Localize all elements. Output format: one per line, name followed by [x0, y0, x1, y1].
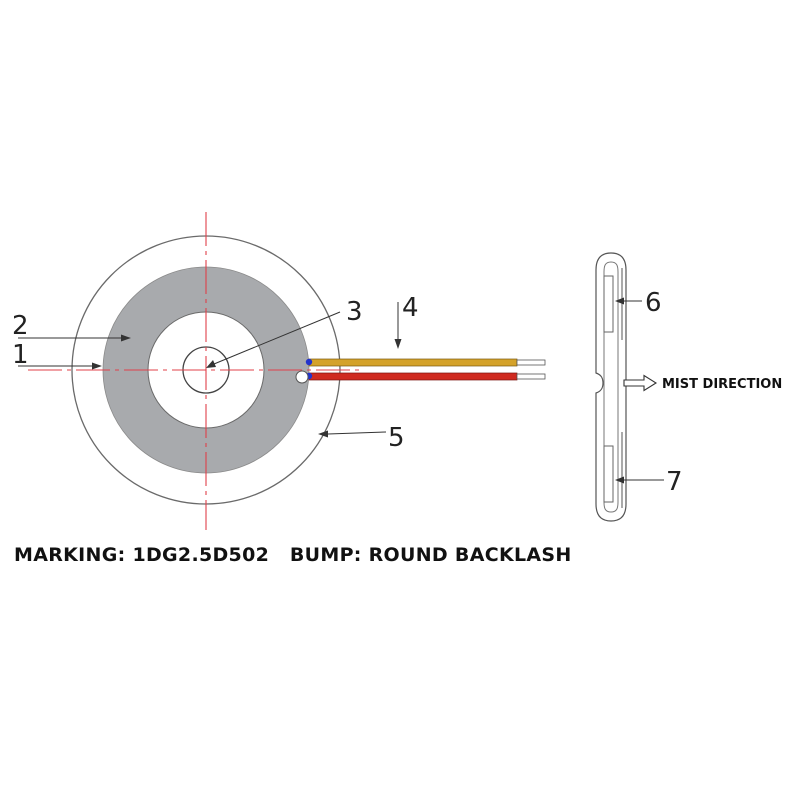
- solder-dot-top: [305, 358, 313, 366]
- callout-2: 2: [12, 311, 29, 341]
- marking-caption: MARKING: 1DG2.5D502 BUMP: ROUND BACKLASH: [14, 544, 572, 566]
- leader-7-arrow: [615, 476, 624, 484]
- side-view: 6 7 MIST DIRECTION: [595, 252, 782, 522]
- solder-bump: [295, 370, 309, 384]
- mist-direction-arrow-icon: [623, 374, 658, 392]
- front-view: 1 2 3 4 5: [12, 212, 546, 530]
- ceramic-layer-bottom: [603, 445, 614, 503]
- disc-side-inner: [603, 261, 619, 513]
- callout-6: 6: [645, 288, 662, 318]
- lead-wire-bottom: [308, 372, 518, 381]
- ceramic-layer-top: [603, 275, 614, 333]
- leader-3-arrow: [206, 360, 216, 368]
- leader-5-arrow: [318, 430, 328, 438]
- leader-3: [213, 311, 341, 365]
- callout-5: 5: [388, 423, 405, 453]
- callout-4: 4: [402, 293, 419, 323]
- leader-2-arrow: [121, 334, 131, 342]
- leader-4-arrow: [394, 339, 402, 349]
- lead-wire-top-tip: [516, 359, 546, 366]
- leader-6-arrow: [615, 297, 624, 305]
- lead-wire-top: [308, 358, 518, 367]
- callout-7: 7: [666, 467, 683, 497]
- mist-direction-label: MIST DIRECTION: [662, 377, 782, 392]
- callout-1: 1: [12, 340, 29, 370]
- callout-3: 3: [346, 297, 363, 327]
- leader-1-arrow: [92, 362, 102, 370]
- lead-wire-bottom-tip: [516, 373, 546, 380]
- leader-5: [327, 431, 387, 435]
